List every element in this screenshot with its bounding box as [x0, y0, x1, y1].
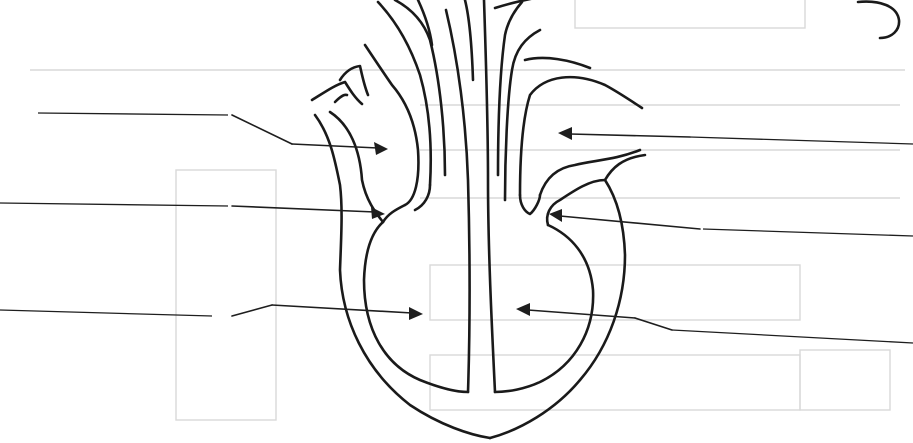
left-atrium-wall: [330, 112, 383, 222]
pointer-left-lower-b: [272, 305, 412, 313]
pointer-left-upper-end: [292, 144, 378, 148]
septum-right-line: [484, 0, 495, 392]
arrowhead-right-upper: [558, 127, 572, 140]
faint-box-right: [800, 350, 890, 410]
faint-box-top: [575, 0, 805, 28]
aorta-branch-line: [465, 0, 473, 80]
label-line-left-upper[interactable]: [38, 113, 228, 115]
right-atrium-inner-wall: [505, 30, 540, 200]
pointer-right-upper: [570, 134, 690, 137]
pointer-left-lower-a: [232, 305, 272, 316]
corner-fragment-mark: [858, 2, 899, 38]
faint-box-low: [430, 355, 800, 410]
right-vessel-top: [525, 58, 590, 68]
pointer-right-lower-b: [528, 310, 635, 318]
arrowhead-left-upper: [374, 142, 388, 155]
right-vein-lower: [540, 150, 640, 195]
arrowhead-right-middle: [549, 209, 562, 222]
left-valve-flap: [383, 205, 405, 222]
arrowhead-left-lower: [409, 307, 423, 320]
right-ventricle-inner-wall: [495, 225, 593, 392]
small-left-branch-inner: [335, 95, 347, 102]
label-line-right-lower[interactable]: [672, 330, 913, 343]
pointer-left-upper: [232, 115, 292, 144]
left-outer-vessel-wall: [378, 2, 431, 185]
label-line-left-lower[interactable]: [0, 310, 212, 316]
faint-box-mid: [430, 265, 800, 320]
top-fragment-line: [495, 0, 570, 8]
arrowhead-right-lower: [516, 303, 530, 316]
heart-outer-left-wall: [315, 115, 490, 438]
label-lines-right: [516, 127, 913, 343]
label-line-left-middle[interactable]: [0, 203, 228, 206]
label-line-right-upper[interactable]: [690, 137, 913, 144]
aorta-left-wall: [395, 0, 445, 175]
pointer-left-middle: [232, 206, 375, 212]
label-lines-left: [0, 113, 423, 320]
left-inner-vessel-wall: [365, 45, 418, 205]
left-ventricle-inner-wall: [364, 222, 468, 392]
septum-left-line: [446, 10, 470, 392]
pointer-right-middle: [560, 216, 700, 229]
label-line-right-middle[interactable]: [703, 229, 913, 236]
